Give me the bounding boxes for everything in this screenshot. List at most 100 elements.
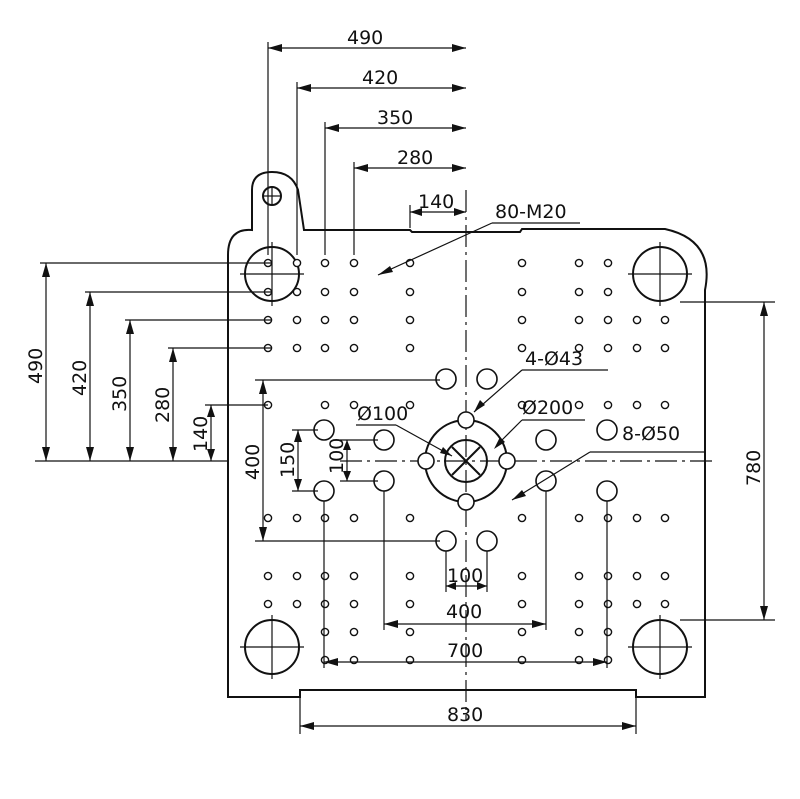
- tapped-hole: [517, 513, 527, 523]
- tapped-hole: [517, 627, 527, 637]
- tapped-hole: [574, 599, 584, 609]
- tapped-hole: [292, 287, 302, 297]
- tapped-hole: [405, 599, 415, 609]
- tapped-hole: [603, 287, 613, 297]
- tapped-hole: [292, 343, 302, 353]
- tapped-hole: [603, 400, 613, 410]
- dim-top-420: 420: [362, 67, 398, 89]
- tapped-hole: [349, 627, 359, 637]
- tapped-hole: [574, 513, 584, 523]
- dim-left-350: 350: [109, 376, 131, 412]
- ejector-holes-50: [313, 368, 618, 552]
- tapped-hole: [292, 258, 302, 268]
- platen-outline: [227, 170, 708, 698]
- hole-43: [498, 452, 516, 470]
- lifting-eye-hole: [262, 186, 282, 206]
- tapped-hole: [349, 513, 359, 523]
- dim-right-780: 780: [743, 450, 765, 486]
- tapped-hole: [263, 513, 273, 523]
- tapped-hole: [349, 315, 359, 325]
- callout-80-m20: 80-M20: [495, 201, 567, 223]
- hole-50: [535, 429, 557, 451]
- hole-50: [435, 368, 457, 390]
- tapped-hole: [405, 343, 415, 353]
- callout-dia100: Ø100: [357, 403, 408, 425]
- tapped-hole: [574, 287, 584, 297]
- tapped-hole-grid: [263, 258, 670, 665]
- tapped-hole: [405, 513, 415, 523]
- tapped-hole: [603, 627, 613, 637]
- left-dimensions: [35, 262, 440, 542]
- callout-8-dia50: 8-Ø50: [622, 423, 680, 445]
- hole-50: [596, 419, 618, 441]
- tapped-hole: [632, 599, 642, 609]
- tapped-hole: [320, 287, 330, 297]
- tapped-hole: [292, 599, 302, 609]
- tapped-hole: [517, 571, 527, 581]
- tapped-hole: [632, 343, 642, 353]
- dim-top-280: 280: [397, 147, 433, 169]
- tapped-hole: [517, 258, 527, 268]
- tapped-hole: [263, 599, 273, 609]
- tapped-hole: [603, 571, 613, 581]
- tapped-hole: [660, 315, 670, 325]
- tapped-hole: [574, 400, 584, 410]
- tapped-hole: [660, 343, 670, 353]
- tapped-hole: [603, 315, 613, 325]
- dim-top-350: 350: [377, 107, 413, 129]
- dim-bottom-700: 700: [447, 640, 483, 662]
- right-dimensions: [680, 301, 775, 621]
- hole-43: [457, 411, 475, 429]
- hole-50: [535, 470, 557, 492]
- top-dimensions: [267, 42, 466, 255]
- tapped-hole: [660, 513, 670, 523]
- dim-left-150: 150: [277, 442, 299, 478]
- callout-leaders: [356, 222, 705, 501]
- tapped-hole: [320, 258, 330, 268]
- tapped-hole: [292, 315, 302, 325]
- tapped-hole: [320, 400, 330, 410]
- hole-43: [417, 452, 435, 470]
- tapped-hole: [405, 400, 415, 410]
- locating-ring-100: [444, 439, 488, 483]
- dim-top-140: 140: [418, 191, 454, 213]
- callout-dia200: Ø200: [522, 397, 573, 419]
- tapped-hole: [603, 343, 613, 353]
- tapped-hole: [632, 315, 642, 325]
- dim-bottom-400: 400: [446, 601, 482, 623]
- tapped-hole: [574, 571, 584, 581]
- tapped-hole: [603, 258, 613, 268]
- tapped-hole: [574, 315, 584, 325]
- hole-50: [596, 480, 618, 502]
- tapped-hole: [405, 627, 415, 637]
- callout-4-dia43: 4-Ø43: [525, 348, 583, 370]
- tapped-hole: [349, 571, 359, 581]
- tapped-hole: [405, 315, 415, 325]
- dim-top-490: 490: [347, 27, 383, 49]
- tapped-hole: [517, 315, 527, 325]
- tapped-hole: [349, 287, 359, 297]
- tapped-hole: [405, 571, 415, 581]
- tapped-hole: [574, 627, 584, 637]
- tapped-hole: [349, 343, 359, 353]
- tapped-hole: [349, 400, 359, 410]
- tapped-hole: [320, 343, 330, 353]
- tapped-hole: [632, 571, 642, 581]
- tapped-hole: [517, 287, 527, 297]
- dim-left-400: 400: [242, 444, 264, 480]
- tapped-hole: [320, 315, 330, 325]
- tapped-hole: [574, 343, 584, 353]
- dim-left-490: 490: [25, 348, 47, 384]
- nozzle-area: [417, 411, 516, 511]
- hole-50: [476, 530, 498, 552]
- tapped-hole: [320, 513, 330, 523]
- dim-left-280: 280: [152, 387, 174, 423]
- tapped-hole: [517, 599, 527, 609]
- dim-left-140: 140: [190, 416, 212, 452]
- tapped-hole: [632, 513, 642, 523]
- tapped-hole: [320, 599, 330, 609]
- dim-left-100: 100: [326, 438, 348, 474]
- tapped-hole: [660, 599, 670, 609]
- hole-43: [457, 493, 475, 511]
